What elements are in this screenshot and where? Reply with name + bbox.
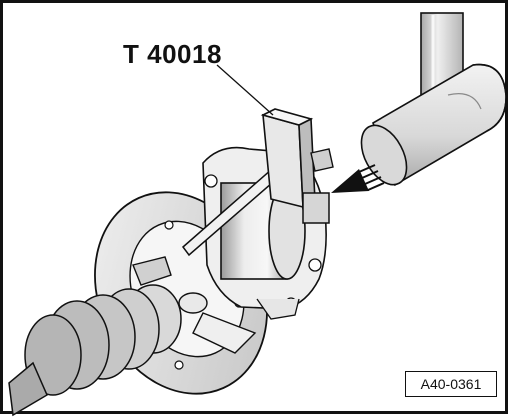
assembly-illustration (8, 12, 507, 417)
shaft-nut (132, 256, 257, 354)
label-leader-line (216, 64, 274, 116)
figure-code: A40-0361 (420, 376, 482, 392)
cv-joint-boot (8, 284, 182, 417)
hammer-head (360, 63, 507, 187)
figure-code-box: A40-0361 (405, 371, 497, 397)
impact-arrow (331, 164, 385, 193)
puller-tool (181, 108, 334, 257)
tool-label: T 40018 (123, 39, 222, 69)
